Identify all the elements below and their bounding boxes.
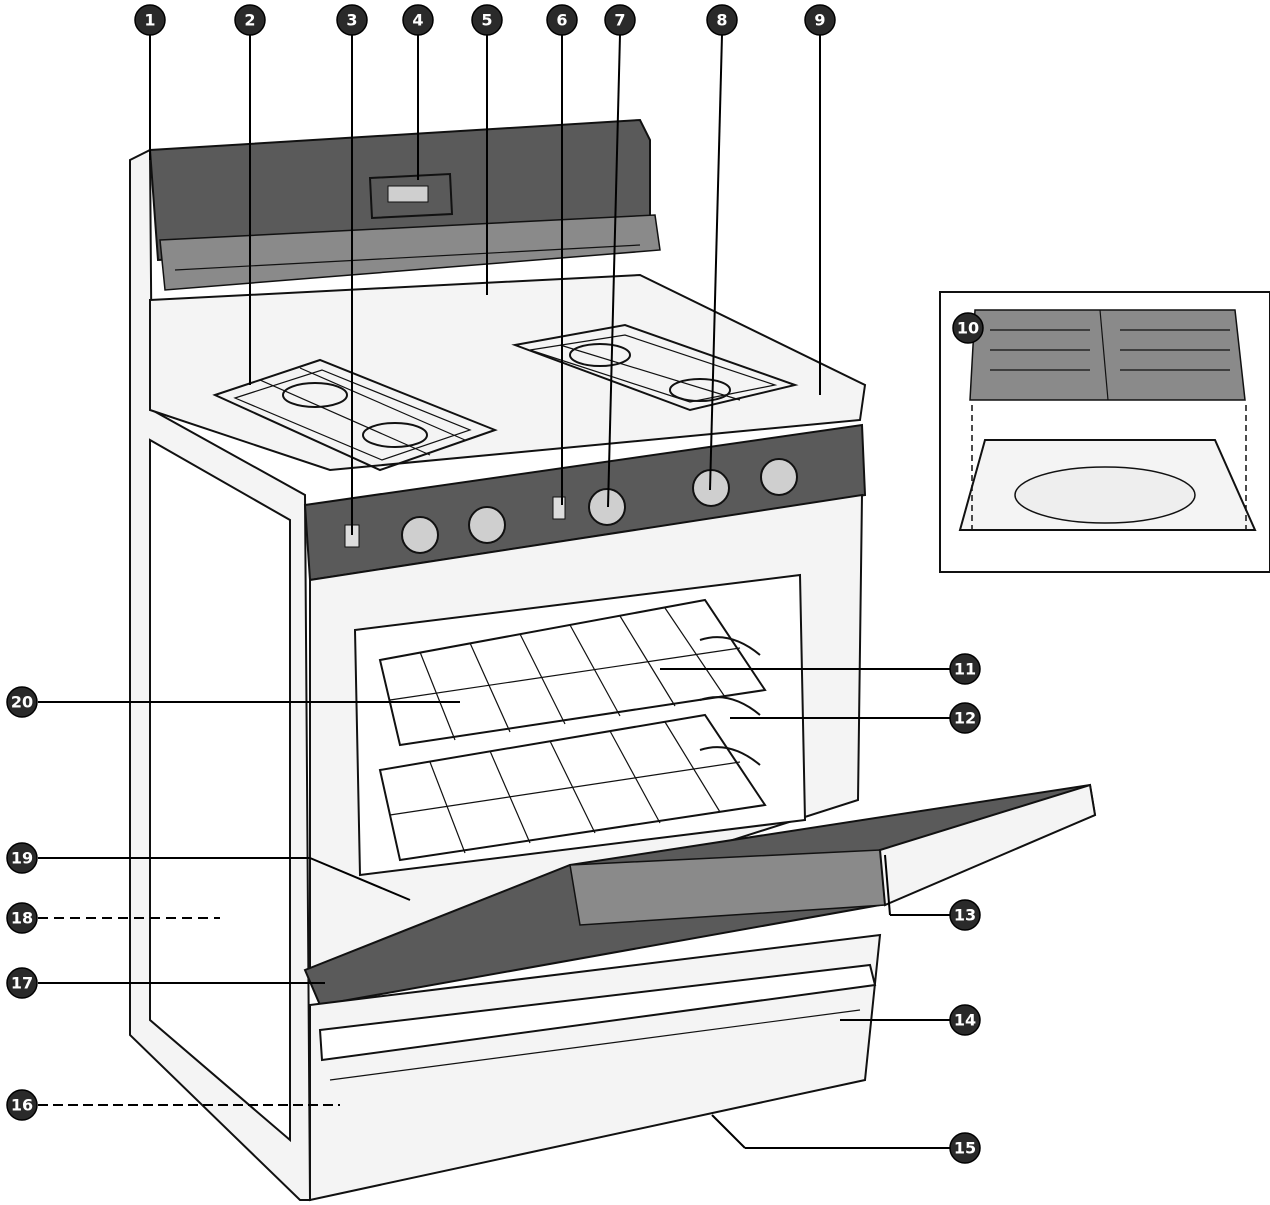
- callout-10: 10: [952, 312, 984, 344]
- clock-digits: [387, 185, 429, 203]
- callout-4: 4: [402, 4, 434, 36]
- svg-text:14: 14: [954, 1011, 976, 1030]
- callout-14: 14: [949, 1004, 981, 1036]
- svg-text:7: 7: [614, 11, 625, 30]
- svg-text:9: 9: [814, 11, 825, 30]
- svg-text:12: 12: [954, 709, 976, 728]
- callout-7: 7: [604, 4, 636, 36]
- callout-16: 16: [6, 1089, 38, 1121]
- callout-17: 17: [6, 967, 38, 999]
- callouts: 1 2 3 4 5 6 7 8 9 10 11 12 13 14 15 16 1…: [6, 4, 984, 1164]
- left-burner-grate: [212, 358, 498, 472]
- leader-lines: [38, 34, 950, 1149]
- control-knob: [401, 516, 439, 554]
- broiler-drawer: [309, 933, 882, 1202]
- rack-supports: [699, 636, 761, 766]
- callout-15: 15: [949, 1132, 981, 1164]
- callout-12: 12: [949, 702, 981, 734]
- svg-text:10: 10: [957, 319, 979, 338]
- svg-text:6: 6: [556, 11, 567, 30]
- backguard: [148, 118, 661, 291]
- oven-door: [303, 783, 1097, 1007]
- callout-1: 1: [134, 4, 166, 36]
- control-knob: [588, 488, 626, 526]
- cooktop: [149, 273, 867, 472]
- svg-text:13: 13: [954, 906, 976, 925]
- control-knob: [468, 506, 506, 544]
- control-panel: [303, 423, 867, 582]
- svg-text:1: 1: [144, 11, 155, 30]
- svg-text:5: 5: [481, 11, 492, 30]
- callout-5: 5: [471, 4, 503, 36]
- oven-cavity: [353, 573, 807, 877]
- svg-text:17: 17: [11, 974, 33, 993]
- oven-front: [309, 493, 864, 977]
- svg-text:18: 18: [11, 909, 33, 928]
- callout-3: 3: [336, 4, 368, 36]
- svg-text:11: 11: [954, 660, 976, 679]
- callout-20: 20: [6, 686, 38, 718]
- callout-8: 8: [706, 4, 738, 36]
- lower-oven-rack: [378, 713, 767, 862]
- callout-11: 11: [949, 653, 981, 685]
- svg-text:16: 16: [11, 1096, 33, 1115]
- svg-text:3: 3: [346, 11, 357, 30]
- svg-text:20: 20: [11, 693, 33, 712]
- upper-oven-rack: [378, 598, 767, 747]
- svg-text:19: 19: [11, 849, 33, 868]
- range-left-side-panel: [129, 148, 312, 1201]
- callout-18: 18: [6, 902, 38, 934]
- callout-13: 13: [949, 899, 981, 931]
- svg-text:4: 4: [412, 11, 423, 30]
- broiler-pan-inset: [939, 291, 1270, 573]
- callout-9: 9: [804, 4, 836, 36]
- right-burner-grate: [511, 323, 799, 412]
- svg-text:2: 2: [244, 11, 255, 30]
- right-indicator-light: [552, 496, 566, 520]
- callout-6: 6: [546, 4, 578, 36]
- broiler-grid: [969, 309, 1246, 401]
- svg-text:8: 8: [716, 11, 727, 30]
- control-knob: [760, 458, 798, 496]
- svg-text:15: 15: [954, 1139, 976, 1158]
- callout-19: 19: [6, 842, 38, 874]
- callout-2: 2: [234, 4, 266, 36]
